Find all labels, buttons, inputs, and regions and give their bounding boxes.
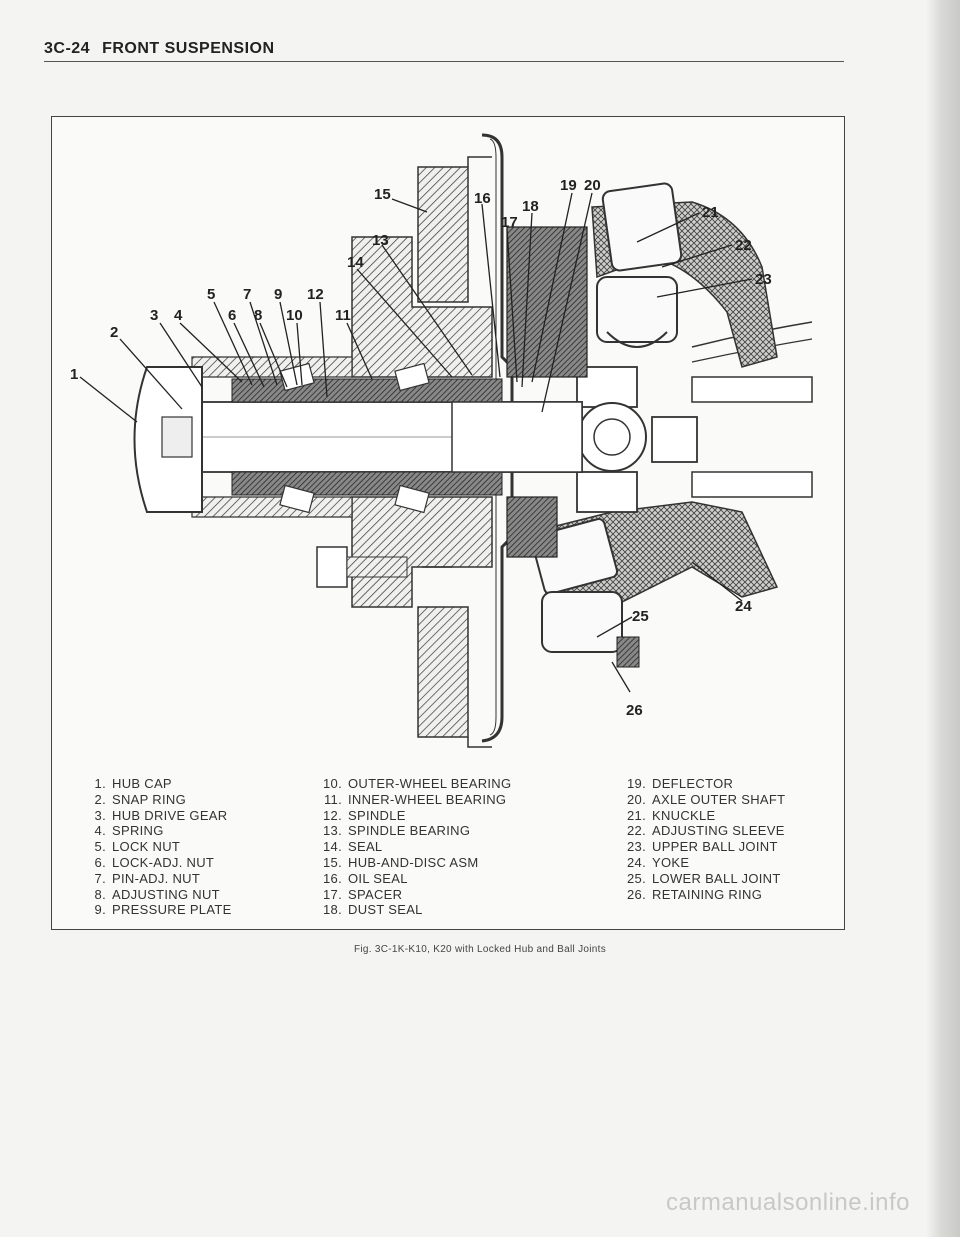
legend-item: 14.SEAL <box>323 839 383 855</box>
legend-item: 1.HUB CAP <box>94 776 172 791</box>
callout-5: 5 <box>207 286 215 303</box>
u-joint-yoke <box>576 366 698 513</box>
legend-item: 21.KNUCKLE <box>627 807 716 823</box>
legend-item: 10.OUTER-WHEEL BEARING <box>323 776 512 791</box>
figure-caption: Fig. 3C-1K-K10, K20 with Locked Hub and … <box>353 944 607 955</box>
leader-lines <box>79 192 753 693</box>
section-title: FRONT SUSPENSION <box>102 40 275 57</box>
legend-column-2: 10.OUTER-WHEEL BEARING 11.INNER-WHEEL BE… <box>316 776 511 918</box>
legend-item: 24.YOKE <box>627 854 690 870</box>
legend-item: 11.INNER-WHEEL BEARING <box>323 791 507 807</box>
callout-20: 20 <box>584 177 601 194</box>
wheel-bearings <box>279 362 430 514</box>
spindle-shaft <box>151 378 583 496</box>
callout-3: 3 <box>150 307 158 324</box>
legend-item: 8.ADJUSTING NUT <box>94 886 220 902</box>
legend-item: 12.SPINDLE <box>323 807 406 823</box>
callout-14: 14 <box>347 254 364 271</box>
callout-7: 7 <box>243 286 251 303</box>
legend-item: 9.PRESSURE PLATE <box>94 902 232 918</box>
legend-item: 3.HUB DRIVE GEAR <box>94 807 228 823</box>
upper-ball-joint <box>596 182 683 348</box>
brake-rotor <box>417 156 492 748</box>
spacer-block <box>506 496 558 558</box>
callout-23: 23 <box>755 271 772 288</box>
callout-25: 25 <box>632 608 649 625</box>
legend-item: 16.OIL SEAL <box>323 870 408 886</box>
callout-22: 22 <box>735 237 752 254</box>
legend-item: 2.SNAP RING <box>94 791 186 807</box>
legend-item: 19.DEFLECTOR <box>627 776 734 791</box>
legend-item: 22.ADJUSTING SLEEVE <box>627 823 785 839</box>
legend-item: 17.SPACER <box>323 886 403 902</box>
legend-item: 13.SPINDLE BEARING <box>323 823 471 839</box>
legend-item: 18.DUST SEAL <box>323 902 423 918</box>
wheel-stud <box>316 546 452 588</box>
figure-frame: 1 2 3 4 5 6 7 8 9 10 11 12 13 14 15 16 1… <box>51 116 845 930</box>
callout-2: 2 <box>110 324 118 341</box>
page-header: 3C-24 FRONT SUSPENSION <box>44 40 275 58</box>
callout-1: 1 <box>70 366 78 383</box>
legend-item: 6.LOCK-ADJ. NUT <box>94 854 215 870</box>
watermark: carmanualsonline.info <box>666 1189 910 1216</box>
callout-10: 10 <box>286 307 303 324</box>
page-edge-shadow <box>926 0 960 1237</box>
legend-item: 5.LOCK NUT <box>94 839 181 855</box>
legend-item: 25.LOWER BALL JOINT <box>627 870 781 886</box>
hub-assembly-diagram: 1 2 3 4 5 6 7 8 9 10 11 12 13 14 15 16 1… <box>70 133 813 748</box>
axle-shaft-tube <box>691 321 813 498</box>
callout-12: 12 <box>307 286 324 303</box>
spindle-seal-block <box>506 226 588 378</box>
callout-15: 15 <box>374 186 391 203</box>
legend-item: 15.HUB-AND-DISC ASM <box>323 854 479 870</box>
legend-item: 7.PIN-ADJ. NUT <box>94 870 201 886</box>
legend-item: 4.SPRING <box>94 823 164 839</box>
callout-17: 17 <box>501 214 518 231</box>
callout-19: 19 <box>560 177 577 194</box>
callout-18: 18 <box>522 198 539 215</box>
callout-11: 11 <box>335 307 351 324</box>
legend-item: 26.RETAINING RING <box>627 886 763 902</box>
callout-16: 16 <box>474 190 491 207</box>
legend-column-1: 1.HUB CAP 2.SNAP RING 3.HUB DRIVE GEAR 4… <box>86 776 232 918</box>
legend-column-3: 19.DEFLECTOR 20.AXLE OUTER SHAFT 21.KNUC… <box>620 776 785 902</box>
page-number: 3C-24 <box>44 40 91 57</box>
callout-9: 9 <box>274 286 282 303</box>
callout-13: 13 <box>372 232 389 249</box>
callout-4: 4 <box>174 307 183 324</box>
callout-26: 26 <box>626 702 643 719</box>
callout-8: 8 <box>254 307 262 324</box>
hub-cap <box>133 366 203 513</box>
callout-24: 24 <box>735 598 752 615</box>
callout-6: 6 <box>228 307 236 324</box>
callout-21: 21 <box>702 204 719 221</box>
header-rule <box>44 61 844 62</box>
legend-item: 23.UPPER BALL JOINT <box>627 839 778 855</box>
legend-item: 20.AXLE OUTER SHAFT <box>627 791 786 807</box>
